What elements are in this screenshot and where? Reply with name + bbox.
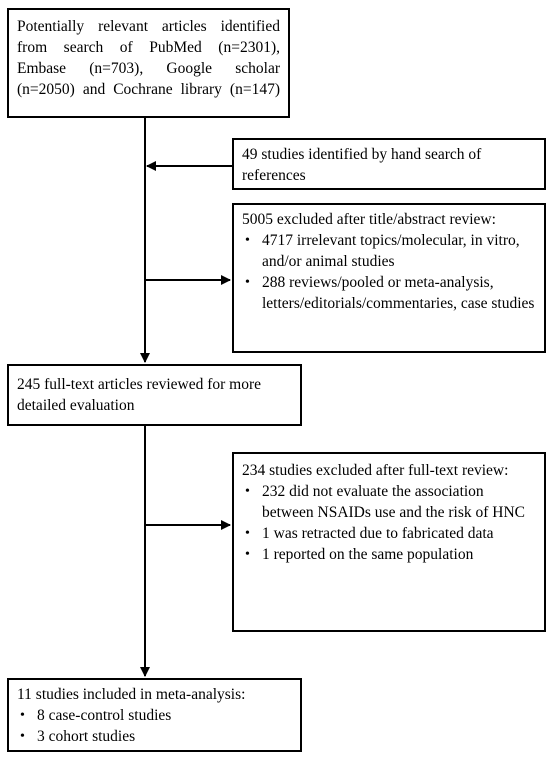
search-line-1: Potentially relevant articles identified (17, 18, 280, 35)
hand-search-box: 49 studies identified by hand search of … (232, 138, 546, 190)
included-studies-box: 11 studies included in meta-analysis: 8 … (7, 678, 302, 752)
list-item: 8 case-control studies (17, 705, 292, 726)
included-list: 8 case-control studies 3 cohort studies (17, 705, 292, 747)
hand-search-text: 49 studies identified by hand search of … (242, 146, 482, 184)
title-excluded-list: 4717 irrelevant topics/molecular, in vit… (242, 230, 536, 314)
included-heading: 11 studies included in meta-analysis: (17, 686, 246, 703)
list-item: 288 reviews/pooled or meta-analysis, let… (242, 272, 536, 314)
fulltext-reviewed-text: 245 full-text articles reviewed for more… (17, 376, 262, 414)
fulltext-reviewed-box: 245 full-text articles reviewed for more… (7, 364, 302, 426)
fulltext-excluded-list: 232 did not evaluate the association bet… (242, 481, 536, 565)
search-results-box: Potentially relevant articles identified… (7, 8, 290, 118)
list-item: 4717 irrelevant topics/molecular, in vit… (242, 230, 536, 272)
list-item: 1 reported on the same population (242, 544, 536, 565)
search-line-2: from search of PubMed (n=2301), (17, 39, 280, 56)
list-item: 1 was retracted due to fabricated data (242, 523, 536, 544)
title-excluded-heading: 5005 excluded after title/abstract revie… (242, 211, 496, 228)
list-item: 3 cohort studies (17, 726, 292, 747)
list-item: 232 did not evaluate the association bet… (242, 481, 536, 523)
title-abstract-excluded-box: 5005 excluded after title/abstract revie… (232, 203, 546, 353)
fulltext-excluded-box: 234 studies excluded after full-text rev… (232, 452, 546, 632)
search-line-4: (n=2050) and Cochrane library (n=147) (17, 81, 280, 98)
search-line-3: Embase (n=703), Google scholar (17, 60, 280, 77)
fulltext-excluded-heading: 234 studies excluded after full-text rev… (242, 462, 509, 479)
